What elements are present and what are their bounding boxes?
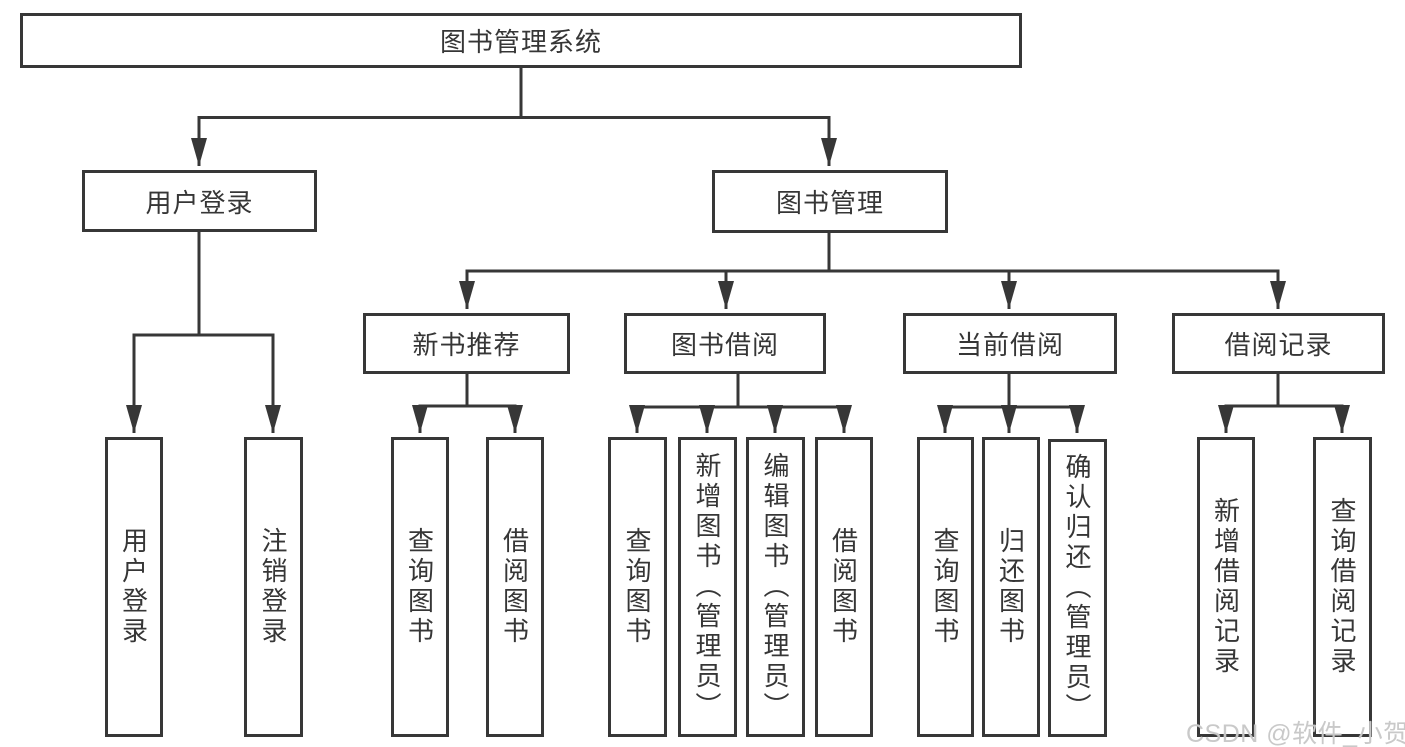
leaf-logout: 注销登录 bbox=[244, 437, 303, 737]
leaf-label: 借阅图书 bbox=[828, 527, 859, 647]
leaf-confirm-return-admin: 确认归还（管理员） bbox=[1048, 439, 1107, 737]
leaf-edit-books-admin: 编辑图书（管理员） bbox=[746, 437, 805, 737]
node-book-management: 图书管理 bbox=[712, 170, 948, 233]
leaf-label: 查询图书 bbox=[404, 527, 435, 647]
leaf-label: 确认归还（管理员） bbox=[1062, 453, 1092, 723]
leaf-add-borrow-record: 新增借阅记录 bbox=[1197, 437, 1255, 737]
leaf-query-borrow-record: 查询借阅记录 bbox=[1313, 437, 1372, 737]
leaf-label: 用户登录 bbox=[118, 527, 149, 647]
node-user-login: 用户登录 bbox=[82, 170, 317, 232]
leaf-label: 编辑图书（管理员） bbox=[760, 452, 790, 722]
leaf-label: 查询图书 bbox=[930, 527, 960, 647]
node-label: 借阅记录 bbox=[1224, 330, 1333, 360]
leaf-query-books-recommend: 查询图书 bbox=[391, 437, 449, 737]
leaf-borrow-books: 借阅图书 bbox=[815, 437, 873, 737]
node-label: 图书借阅 bbox=[670, 330, 779, 360]
node-borrowing-records: 借阅记录 bbox=[1172, 313, 1385, 374]
leaf-user-login: 用户登录 bbox=[105, 437, 163, 737]
node-label: 图书管理 bbox=[775, 188, 884, 218]
leaf-label: 注销登录 bbox=[258, 527, 288, 647]
leaf-label: 归还图书 bbox=[995, 527, 1026, 647]
leaf-label: 借阅图书 bbox=[499, 527, 530, 647]
node-library-management-system: 图书管理系统 bbox=[20, 13, 1022, 68]
node-label: 当前借阅 bbox=[955, 330, 1064, 360]
leaf-return-books: 归还图书 bbox=[982, 437, 1040, 737]
leaf-query-books-current: 查询图书 bbox=[917, 437, 974, 737]
node-current-borrowing: 当前借阅 bbox=[903, 313, 1117, 374]
node-label: 用户登录 bbox=[145, 187, 254, 218]
leaf-label: 查询借阅记录 bbox=[1327, 497, 1357, 677]
leaf-label: 新增图书（管理员） bbox=[692, 452, 722, 722]
node-new-book-recommendation: 新书推荐 bbox=[363, 313, 570, 374]
node-book-borrowing: 图书借阅 bbox=[624, 313, 826, 374]
leaf-borrow-books-recommend: 借阅图书 bbox=[486, 437, 544, 737]
leaf-label: 新增借阅记录 bbox=[1210, 497, 1241, 677]
leaf-add-books-admin: 新增图书（管理员） bbox=[678, 437, 737, 737]
leaf-label: 查询图书 bbox=[622, 527, 652, 647]
leaf-query-books-borrow: 查询图书 bbox=[608, 437, 667, 737]
csdn-watermark: CSDN @软件_小贺同学 bbox=[1186, 720, 1405, 747]
node-label: 新书推荐 bbox=[412, 330, 521, 360]
node-label: 图书管理系统 bbox=[439, 27, 602, 57]
